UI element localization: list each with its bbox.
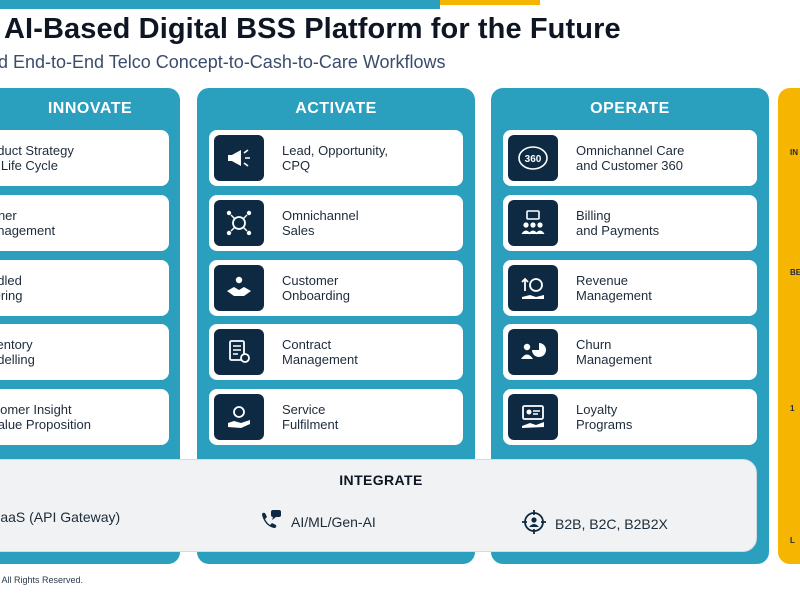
innovate-card-product-strategy[interactable]: oduct Strategy d Life Cycle — [0, 130, 169, 186]
operate-heading: OPERATE — [590, 100, 670, 117]
integrate-heading: INTEGRATE — [339, 472, 423, 488]
integrate-item-label: B2B, B2C, B2B2X — [555, 515, 668, 532]
card-label: Lead, Opportunity, CPQ — [282, 143, 388, 173]
operate-card-billing-payments[interactable]: Billing and Payments — [503, 195, 757, 251]
side-label: L — [790, 536, 795, 545]
card-label: Omnichannel Sales — [282, 208, 359, 238]
side-label: IN — [790, 148, 798, 157]
innovate-card-partner-management[interactable]: rtner anagement — [0, 195, 169, 251]
loyalty-card-icon — [508, 394, 558, 440]
card-label: Churn Management — [576, 337, 652, 367]
billing-people-icon — [508, 200, 558, 246]
operate-card-churn-management[interactable]: Churn Management — [503, 324, 757, 380]
integrate-item-paas[interactable]: PaaS (API Gateway) — [0, 509, 120, 525]
integrate-item-b2b[interactable]: B2B, B2C, B2B2X — [521, 509, 668, 538]
card-label: Loyalty Programs — [576, 402, 633, 432]
card-label: stomer Insight Value Proposition — [0, 402, 91, 432]
network-hub-icon — [214, 200, 264, 246]
revenue-icon — [508, 265, 558, 311]
integrate-panel: INTEGRATE PaaS (API Gateway) AI/ML/Gen-A… — [0, 459, 757, 552]
innovate-card-customer-insight[interactable]: stomer Insight Value Proposition — [0, 389, 169, 445]
operate-card-omnichannel-care[interactable]: 360 Omnichannel Care and Customer 360 — [503, 130, 757, 186]
side-yellow-column: IN BE 1 L — [778, 88, 800, 564]
innovate-card-inventory-modelling[interactable]: ventory odelling — [0, 324, 169, 380]
card-label: ventory odelling — [0, 337, 35, 367]
card-label: oduct Strategy d Life Cycle — [0, 143, 74, 173]
phone-chat-icon — [259, 509, 291, 534]
card-label: ndled fering — [0, 273, 23, 303]
footer-copyright: . All Rights Reserved. — [0, 575, 84, 585]
activate-heading: ACTIVATE — [295, 100, 377, 117]
activate-card-customer-onboarding[interactable]: Customer Onboarding — [209, 260, 463, 316]
side-label: BE — [790, 268, 800, 277]
activate-card-lead-opportunity[interactable]: Lead, Opportunity, CPQ — [209, 130, 463, 186]
target-person-icon — [521, 509, 555, 538]
activate-card-service-fulfilment[interactable]: Service Fulfilment — [209, 389, 463, 445]
card-label: Customer Onboarding — [282, 273, 350, 303]
integrate-item-label: PaaS (API Gateway) — [0, 509, 121, 525]
churn-chart-icon — [508, 329, 558, 375]
view-360-icon: 360 — [508, 135, 558, 181]
card-label: Revenue Management — [576, 273, 652, 303]
integrate-item-label: AI/ML/Gen-AI — [291, 513, 376, 530]
card-label: Service Fulfilment — [282, 402, 339, 432]
card-label: Contract Management — [282, 337, 358, 367]
page-subtitle: d End-to-End Telco Concept-to-Cash-to-Ca… — [0, 52, 446, 72]
service-hand-icon — [214, 394, 264, 440]
innovate-heading: INNOVATE — [47, 100, 133, 117]
megaphone-icon — [214, 135, 264, 181]
card-label: rtner anagement — [0, 208, 56, 238]
page-title: AI-Based Digital BSS Platform for the Fu… — [4, 13, 621, 45]
activate-card-omnichannel-sales[interactable]: Omnichannel Sales — [209, 195, 463, 251]
card-label: Billing and Payments — [576, 208, 660, 238]
activate-card-contract-management[interactable]: Contract Management — [209, 324, 463, 380]
handshake-icon — [214, 265, 264, 311]
integrate-item-ai-ml[interactable]: AI/ML/Gen-AI — [259, 509, 376, 534]
side-label: 1 — [790, 404, 795, 413]
innovate-card-bundled-offering[interactable]: ndled fering — [0, 260, 169, 316]
operate-card-revenue-management[interactable]: Revenue Management — [503, 260, 757, 316]
contract-gear-icon — [214, 329, 264, 375]
view-360-text: 360 — [525, 154, 542, 165]
card-label: Omnichannel Care and Customer 360 — [576, 143, 685, 173]
operate-card-loyalty-programs[interactable]: Loyalty Programs — [503, 389, 757, 445]
top-accent-bar-teal — [0, 0, 440, 9]
